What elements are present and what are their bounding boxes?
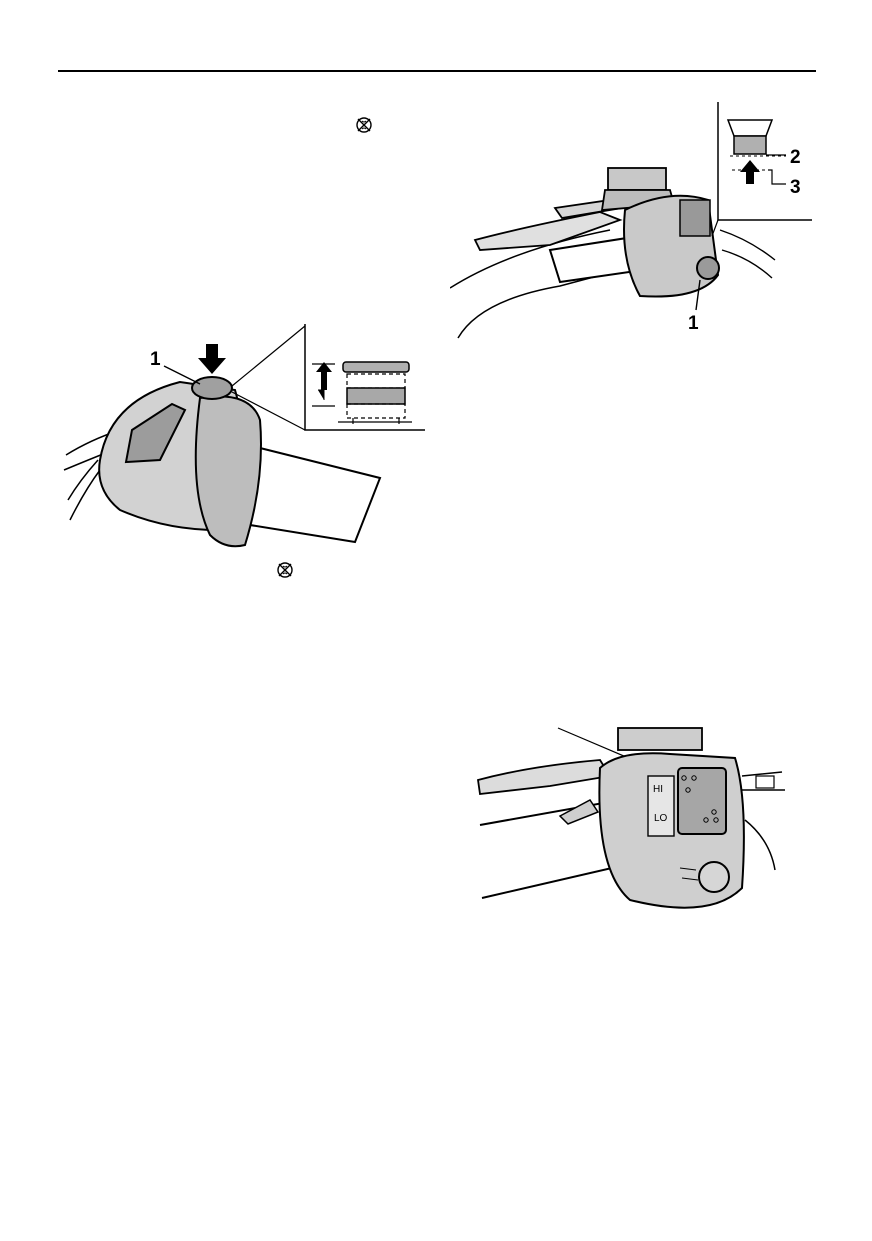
engine-stop-switch-figure: 1 — [60, 320, 430, 560]
engine-stop-symbol-icon — [356, 117, 372, 133]
start-switch-illustration — [450, 102, 812, 339]
callout-2: 2 — [790, 147, 801, 168]
lo-label: LO — [654, 813, 668, 824]
engine-stop-symbol-icon — [277, 562, 293, 578]
header-rule — [58, 70, 816, 72]
hi-label: HI — [653, 784, 663, 795]
callout-1: 1 — [150, 349, 161, 370]
callout-1: 1 — [688, 313, 699, 334]
start-switch-figure: 2 3 1 — [450, 100, 820, 340]
engine-stop-switch-illustration — [63, 324, 425, 548]
headlight-switch-figure: HI LO — [470, 720, 820, 930]
callout-3: 3 — [790, 177, 801, 198]
headlight-switch-illustration — [476, 727, 785, 909]
